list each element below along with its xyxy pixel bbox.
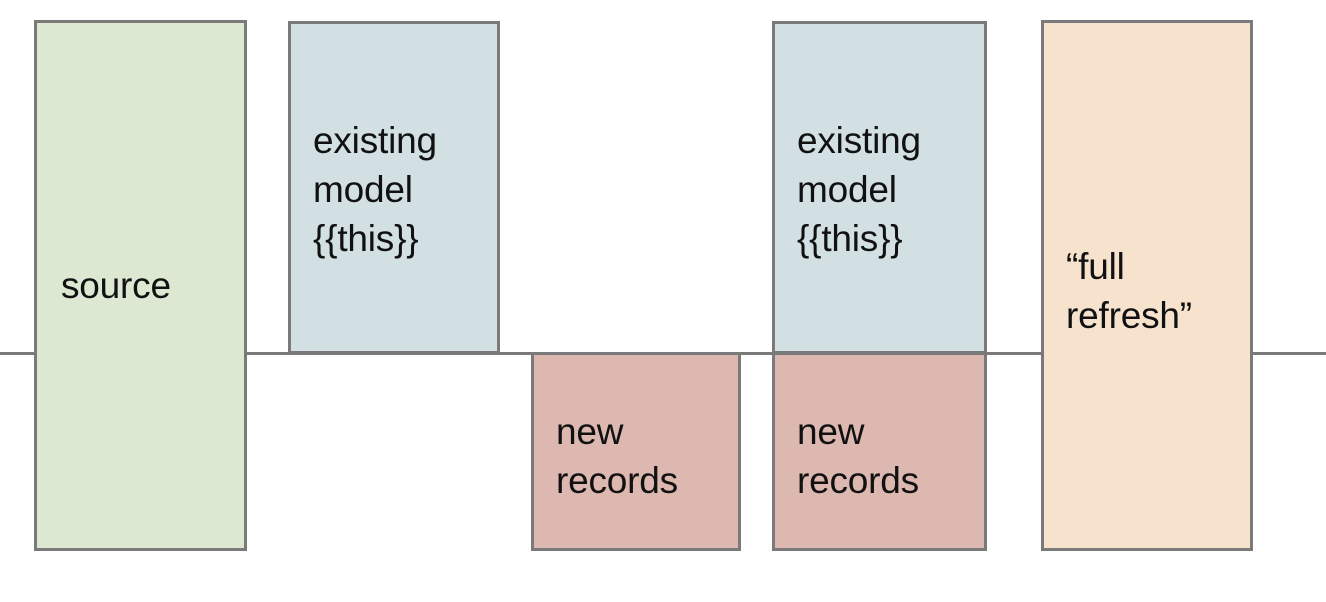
block-existing-model-1-label: existing model {{this}} (313, 120, 437, 259)
block-new-records-1[interactable]: new records (531, 352, 741, 551)
block-existing-model-1[interactable]: existing model {{this}} (288, 21, 500, 354)
block-new-records-2[interactable]: new records (772, 352, 987, 551)
block-full-refresh-label: “full refresh” (1066, 246, 1192, 336)
block-full-refresh[interactable]: “full refresh” (1041, 20, 1253, 551)
block-existing-model-2-label: existing model {{this}} (797, 120, 921, 259)
block-source[interactable]: source (34, 20, 247, 551)
block-new-records-2-label: new records (797, 411, 919, 501)
block-existing-model-2[interactable]: existing model {{this}} (772, 21, 987, 354)
block-source-label: source (61, 265, 171, 306)
block-new-records-1-label: new records (556, 411, 678, 501)
